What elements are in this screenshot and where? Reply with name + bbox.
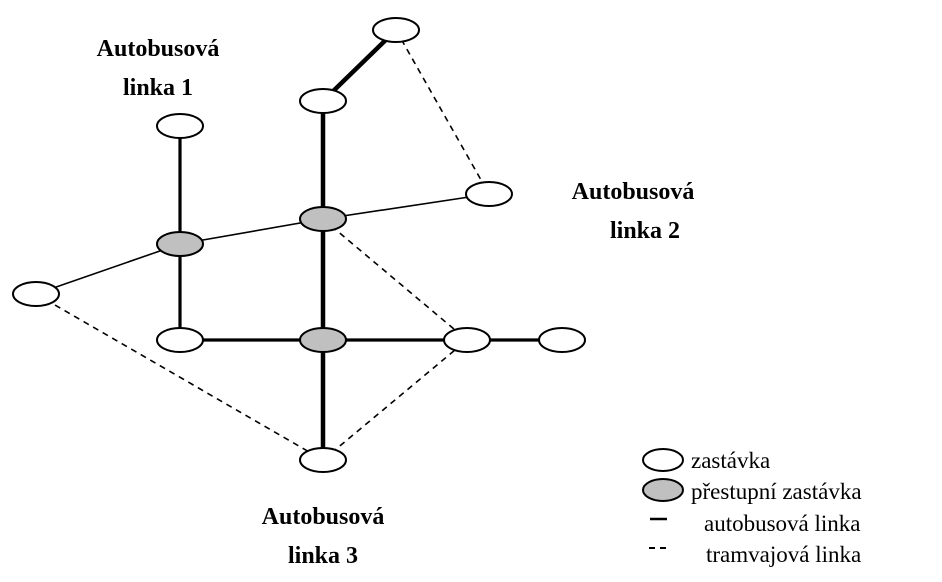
bus-lines xyxy=(35,27,564,463)
stop-row-far-right xyxy=(538,327,586,353)
line2-label-bottom: linka 2 xyxy=(610,218,680,244)
tram-edge-center-right xyxy=(322,218,468,341)
bus-line3-top-diag xyxy=(320,27,399,104)
legend-transfer-text: přestupní zastávka xyxy=(691,479,862,504)
transfer-stop-line1-line2 xyxy=(156,231,204,257)
bus-line2-middle xyxy=(179,218,324,245)
stop-top xyxy=(372,17,420,43)
stop-row-left xyxy=(156,327,204,353)
line2-label-top: Autobusová xyxy=(572,179,695,205)
tram-edge-left-bottom xyxy=(35,293,324,461)
stop-line1-top xyxy=(156,113,204,139)
stops xyxy=(12,17,586,473)
line-labels: Autobusová linka 1 Autobusová linka 2 Au… xyxy=(97,36,695,569)
tram-lines xyxy=(35,29,490,461)
transfer-stop-line2-line3 xyxy=(299,206,347,232)
legend-stop-symbol xyxy=(642,448,684,472)
bus-line2-right xyxy=(322,193,490,220)
legend-tram-text: tramvajová linka xyxy=(706,542,861,567)
stop-line3-bottom xyxy=(299,447,347,473)
stop-line2-right xyxy=(465,181,513,207)
bus-line2-left xyxy=(35,243,181,295)
line3-label-bottom: linka 3 xyxy=(288,543,358,569)
legend: zastávka přestupní zastávka autobusová l… xyxy=(642,448,862,567)
tram-edge-top xyxy=(395,29,490,195)
stop-line3-top xyxy=(299,88,347,114)
legend-stop-text: zastávka xyxy=(691,448,770,473)
stop-line2-left xyxy=(12,281,60,307)
line1-label-top: Autobusová xyxy=(97,36,220,62)
legend-bus-text: autobusová linka xyxy=(704,511,861,536)
line3-label-top: Autobusová xyxy=(262,504,385,530)
transfer-stop-center xyxy=(299,327,347,353)
tram-edge-bottom-right xyxy=(322,339,468,461)
stop-row-right xyxy=(443,327,491,353)
legend-transfer-symbol xyxy=(642,478,684,502)
line1-label-bottom: linka 1 xyxy=(123,75,193,101)
